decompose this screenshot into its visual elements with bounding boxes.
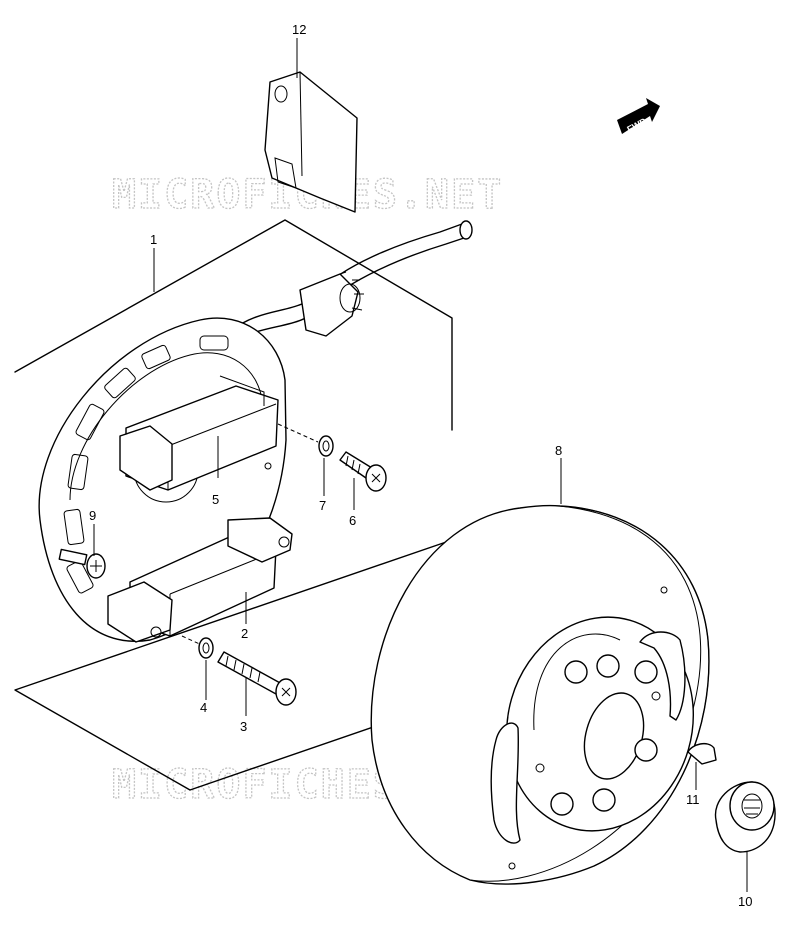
callout-3: 3	[240, 719, 247, 734]
callout-9: 9	[89, 508, 96, 523]
callout-7: 7	[319, 498, 326, 513]
callout-10: 10	[738, 894, 752, 909]
callout-12: 12	[292, 22, 306, 37]
part-2-coil	[107, 517, 293, 643]
part-3-screw	[217, 651, 297, 706]
assembly-line-6-7	[277, 423, 319, 443]
fwd-arrow-icon: FWD	[617, 98, 660, 134]
part-6-screw	[339, 451, 387, 492]
callout-6: 6	[349, 513, 356, 528]
callout-11: 11	[686, 792, 700, 807]
callout-2: 2	[241, 626, 248, 641]
part-12-bracket	[264, 71, 358, 213]
part-8-flywheel-rotor	[370, 504, 710, 885]
callout-4: 4	[200, 700, 207, 715]
callout-5: 5	[212, 492, 219, 507]
part-10-nut	[714, 781, 776, 853]
wire-harness	[231, 220, 473, 343]
part-11-key	[687, 742, 717, 765]
callout-8: 8	[555, 443, 562, 458]
part-9-screw	[58, 548, 106, 579]
part-7-washer	[318, 435, 334, 457]
part-5-coil	[119, 375, 279, 491]
callout-1: 1	[150, 232, 157, 247]
part-4-washer	[198, 637, 214, 659]
leader-lines	[93, 38, 748, 892]
